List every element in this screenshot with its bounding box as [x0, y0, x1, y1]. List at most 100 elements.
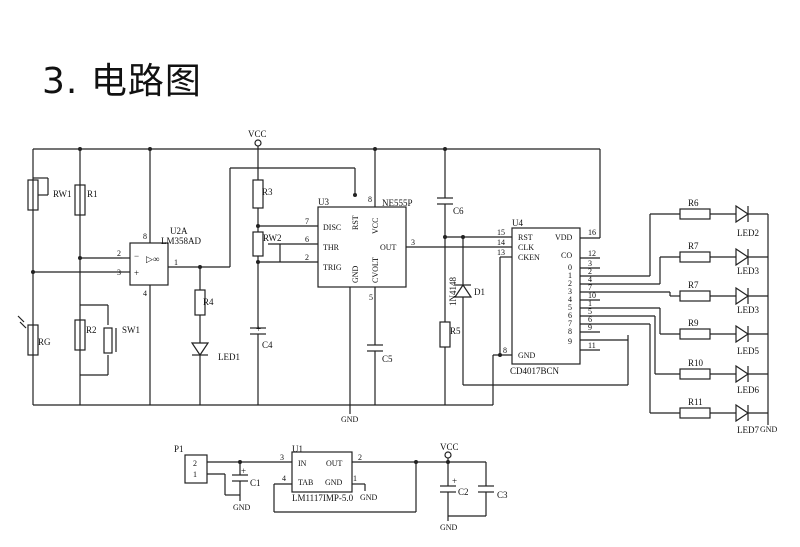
vcc2-label: VCC [440, 442, 459, 452]
u4-co: CO [561, 251, 572, 260]
r4-label: R4 [203, 297, 214, 307]
u1-gnd: GND [325, 478, 343, 487]
u4-pin8: 8 [503, 346, 507, 355]
u2a-pin2: 2 [117, 249, 121, 258]
sensor-network [17, 149, 122, 405]
led7-label: LED7 [737, 425, 759, 435]
rg-label: RG [38, 337, 51, 347]
cd4017-label: CD4017BCN [510, 366, 560, 376]
u3-pin7: 7 [305, 217, 309, 226]
d1-part: 1N4148 [448, 277, 458, 306]
u2a-pin1: 1 [174, 258, 178, 267]
disc-pin: DISC [323, 223, 341, 232]
lm1117-label: LM1117IMP-5.0 [292, 493, 354, 503]
u4-gnd: GND [518, 351, 536, 360]
vcc-pin: VCC [371, 218, 380, 234]
u3-label: U3 [318, 197, 329, 207]
u4-vdd: VDD [555, 233, 573, 242]
u4-pin6: 6 [588, 315, 592, 324]
d1-label: D1 [474, 287, 485, 297]
timing-network [250, 149, 318, 405]
u4-clk: CLK [518, 243, 534, 252]
u2a-minus-sign: − [134, 251, 139, 261]
u4-out7: 7 [568, 319, 572, 328]
page-title: 3. 电路图 [42, 52, 202, 104]
u4-pin16: 16 [588, 228, 596, 237]
u1-pin2: 2 [358, 453, 362, 462]
r10-label: R10 [688, 358, 704, 368]
u2a-pin3: 3 [117, 268, 121, 277]
r9-label: R9 [688, 318, 699, 328]
p1-label: P1 [174, 444, 184, 454]
u3-pin3: 3 [411, 238, 415, 247]
c6-label: C6 [453, 206, 464, 216]
u4-out2: 2 [568, 279, 572, 288]
u4-pin7: 7 [588, 283, 592, 292]
r3-label: R3 [262, 187, 273, 197]
c2-label: C2 [458, 487, 469, 497]
led2-label: LED2 [737, 228, 759, 238]
led5-label: LED5 [737, 346, 759, 356]
u4-pin10: 10 [588, 291, 596, 300]
c3-label: C3 [497, 490, 508, 500]
u4-pin3: 3 [588, 259, 592, 268]
u4-pin12: 12 [588, 249, 596, 258]
power-rails [32, 139, 601, 414]
u4-pin9: 9 [588, 323, 592, 332]
r2-label: R2 [86, 325, 97, 335]
r11-label: R11 [688, 397, 703, 407]
timer-ne555 [317, 149, 512, 405]
u1-pin4: 4 [282, 474, 286, 483]
rw2-label: RW2 [263, 233, 282, 243]
u4-out4: 4 [568, 295, 572, 304]
u1-tab: TAB [298, 478, 313, 487]
sw1-label: SW1 [122, 325, 140, 335]
u1-label: U1 [292, 444, 303, 454]
gnd-pin: GND [351, 265, 360, 283]
heading-number: 3. [42, 61, 79, 102]
u4-out3: 3 [568, 287, 572, 296]
u3-pin6: 6 [305, 235, 309, 244]
u4-pin1: 1 [588, 299, 592, 308]
led-bank [600, 204, 769, 425]
r6-label: R6 [688, 198, 699, 208]
u4-out8: 8 [568, 327, 572, 336]
u1-out: OUT [326, 459, 343, 468]
u4-pin11: 11 [588, 341, 596, 350]
vcc-label: VCC [248, 129, 267, 139]
cvolt-pin: CVOLT [371, 257, 380, 283]
power-supply [184, 451, 494, 521]
u4-pin4: 4 [588, 275, 592, 284]
reset-network [437, 149, 629, 405]
r7b-label: R7 [688, 280, 699, 290]
u1-in: IN [298, 459, 307, 468]
u4-pin13: 13 [497, 248, 505, 257]
led1-label: LED1 [218, 352, 240, 362]
u4-label: U4 [512, 218, 523, 228]
led3a-label: LED3 [737, 266, 759, 276]
u4-out0: 0 [568, 263, 572, 272]
rw1-label: RW1 [53, 189, 72, 199]
u2a-pin8: 8 [143, 232, 147, 241]
u3-pin2: 2 [305, 253, 309, 262]
c1-label: C1 [250, 478, 261, 488]
heading-title: 电路图 [90, 61, 202, 102]
p1-pin1: 1 [193, 470, 197, 479]
trig-pin: TRIG [323, 263, 342, 272]
u4-pin15: 15 [497, 228, 505, 237]
c4-label: C4 [262, 340, 273, 350]
gnd-u1-label: GND [360, 493, 378, 502]
u4-out5: 5 [568, 303, 572, 312]
ne555-label: NE555P [382, 198, 413, 208]
lm358-label: LM358AD [161, 236, 201, 246]
p1-pin2: 2 [193, 459, 197, 468]
thr-pin: THR [323, 243, 340, 252]
u4-pin14: 14 [497, 238, 505, 247]
u2a-plus-sign: + [134, 268, 139, 278]
c4-plus: + [256, 324, 261, 334]
led-gnd-label: GND [760, 425, 778, 434]
led3b-label: LED3 [737, 305, 759, 315]
u2a-label: U2A [170, 226, 188, 236]
gnd-p1-label: GND [233, 503, 251, 512]
opamp-u2a [122, 149, 356, 405]
